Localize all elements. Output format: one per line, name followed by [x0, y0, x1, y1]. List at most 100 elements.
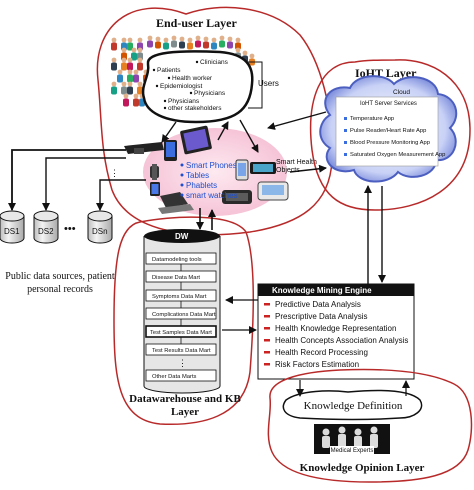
- knowledge-opinion-layer: Knowledge Definition Medical Experts Kno…: [267, 368, 473, 483]
- knowledge-mining-engine: Knowledge Mining Engine Predictive Data …: [222, 185, 415, 380]
- kme-bullets: [264, 303, 270, 366]
- knowledge-opinion-layer-border: [267, 368, 473, 483]
- person-body: [203, 41, 209, 49]
- user-type-item: Physicians: [168, 98, 200, 105]
- ioht-layer-border: [309, 59, 471, 211]
- user-type-item: Physicians: [194, 90, 226, 97]
- knowledge-definition-banner: [282, 389, 423, 421]
- smart-objects-label: Smart Health Objects: [276, 159, 319, 174]
- arrow-users-to-devices: [161, 121, 177, 143]
- person-head: [121, 57, 127, 63]
- person-head: [127, 57, 133, 63]
- data-marts: Datamodeling tools Disease Data Mart Sym…: [145, 252, 217, 382]
- person-body: [127, 86, 133, 95]
- kme-item: Prescriptive Data Analysis: [275, 312, 367, 321]
- tablet-device-icon: [235, 159, 249, 181]
- app-icon: [344, 129, 347, 132]
- person-head: [219, 35, 225, 41]
- person-body: [121, 86, 127, 95]
- smart-glasses-icon: [124, 142, 164, 154]
- knowledge-opinion-layer-title: Knowledge Opinion Layer: [300, 462, 425, 474]
- data-marts-ellipsis: ⋮: [178, 358, 187, 368]
- person-head: [111, 37, 117, 43]
- person-head: [155, 36, 161, 42]
- person-body: [123, 98, 129, 107]
- ioht-apps: Temperature App Pulse Reader/Heart Rate …: [344, 116, 445, 158]
- kme-box: [257, 283, 415, 380]
- ioht-app-item: Blood Pressure Monitoring App: [350, 140, 430, 146]
- kme-header: [258, 284, 414, 296]
- device-label: Smart Phones: [186, 161, 237, 170]
- vertical-ellipsis: ⋮: [110, 168, 119, 178]
- person-head: [117, 69, 123, 75]
- person-body: [227, 41, 233, 49]
- app-icon: [344, 153, 347, 156]
- person-head: [127, 37, 133, 43]
- ioht-server-label: IoHT Server Services: [360, 101, 417, 107]
- data-source-label: DS2: [38, 227, 54, 236]
- datawarehouse-layer-title-line2: Layer: [171, 406, 199, 418]
- person-head: [242, 50, 248, 56]
- user-type-item: Clinicians: [200, 59, 229, 66]
- kme-item: Health Concepts Association Analysis: [275, 336, 408, 345]
- person-head: [137, 57, 143, 63]
- kme-item: Risk Factors Estimation: [275, 360, 359, 369]
- person-head: [249, 53, 255, 59]
- data-mart-label: Disease Data Mart: [152, 275, 200, 281]
- person-body: [179, 41, 185, 49]
- person-head: [121, 47, 127, 53]
- medical-experts-label: Medical Experts: [331, 448, 374, 454]
- dw-title: DW: [175, 232, 189, 241]
- smart-objects-line1: Smart Health: [276, 159, 317, 166]
- tablet-icon: [180, 125, 212, 155]
- arrow-devices-to-dsn: [96, 179, 146, 211]
- person-head: [195, 35, 201, 41]
- person-head: [235, 47, 241, 53]
- person-head: [203, 36, 209, 42]
- person-body: [187, 42, 193, 50]
- person-body: [131, 52, 137, 61]
- person-head: [187, 37, 193, 43]
- person-head: [211, 37, 217, 43]
- data-source-cylinder: [33, 210, 59, 244]
- person-head: [121, 81, 127, 87]
- user-type-item: Health worker: [172, 75, 213, 82]
- medical-experts-icon: [314, 424, 390, 454]
- device-label: smart watches: [186, 191, 238, 200]
- person-body: [147, 40, 153, 48]
- arrow-devices-to-users: [217, 121, 229, 141]
- person-body: [219, 40, 225, 48]
- person-body: [127, 62, 133, 71]
- knowledge-definition-label: Knowledge Definition: [304, 400, 403, 412]
- device-label: Tables: [186, 171, 209, 180]
- kme-item: Health Knowledge Representation: [275, 324, 396, 333]
- person-head: [111, 57, 117, 63]
- person-head: [127, 81, 133, 87]
- person-head: [227, 36, 233, 42]
- data-mart-label: Datamodeling tools: [152, 257, 202, 263]
- person-body: [121, 62, 127, 71]
- app-icon: [344, 117, 347, 120]
- kme-item: Health Record Processing: [275, 348, 368, 357]
- person-head: [137, 81, 143, 87]
- smart-objects-line2: Objects: [276, 167, 300, 174]
- smart-watch-icon: [150, 164, 159, 180]
- data-sources-ellipsis: •••: [64, 223, 76, 235]
- smartphone-icon: [164, 140, 177, 161]
- data-source-cylinder: [0, 210, 25, 244]
- health-monitor-icon: [250, 162, 276, 174]
- data-source-cylinder: [87, 210, 113, 244]
- person-head: [127, 69, 133, 75]
- data-sources-caption-line2: personal records: [27, 284, 93, 295]
- data-source-label: DSn: [92, 227, 108, 236]
- device-bullets: [180, 163, 184, 197]
- data-mart-label: Complications Data Mart: [152, 312, 216, 318]
- data-mart-box: [145, 369, 217, 382]
- datawarehouse-layer: DW Datamodeling tools Disease Data Mart …: [113, 208, 254, 426]
- person-body: [137, 86, 143, 95]
- kme-title: Knowledge Mining Engine: [272, 286, 372, 295]
- ioht-server-panel: [335, 96, 439, 167]
- ioht-app-item: Pulse Reader/Heart Rate App: [350, 128, 426, 134]
- user-type-item: other stakeholders: [168, 105, 222, 112]
- person-body: [211, 42, 217, 50]
